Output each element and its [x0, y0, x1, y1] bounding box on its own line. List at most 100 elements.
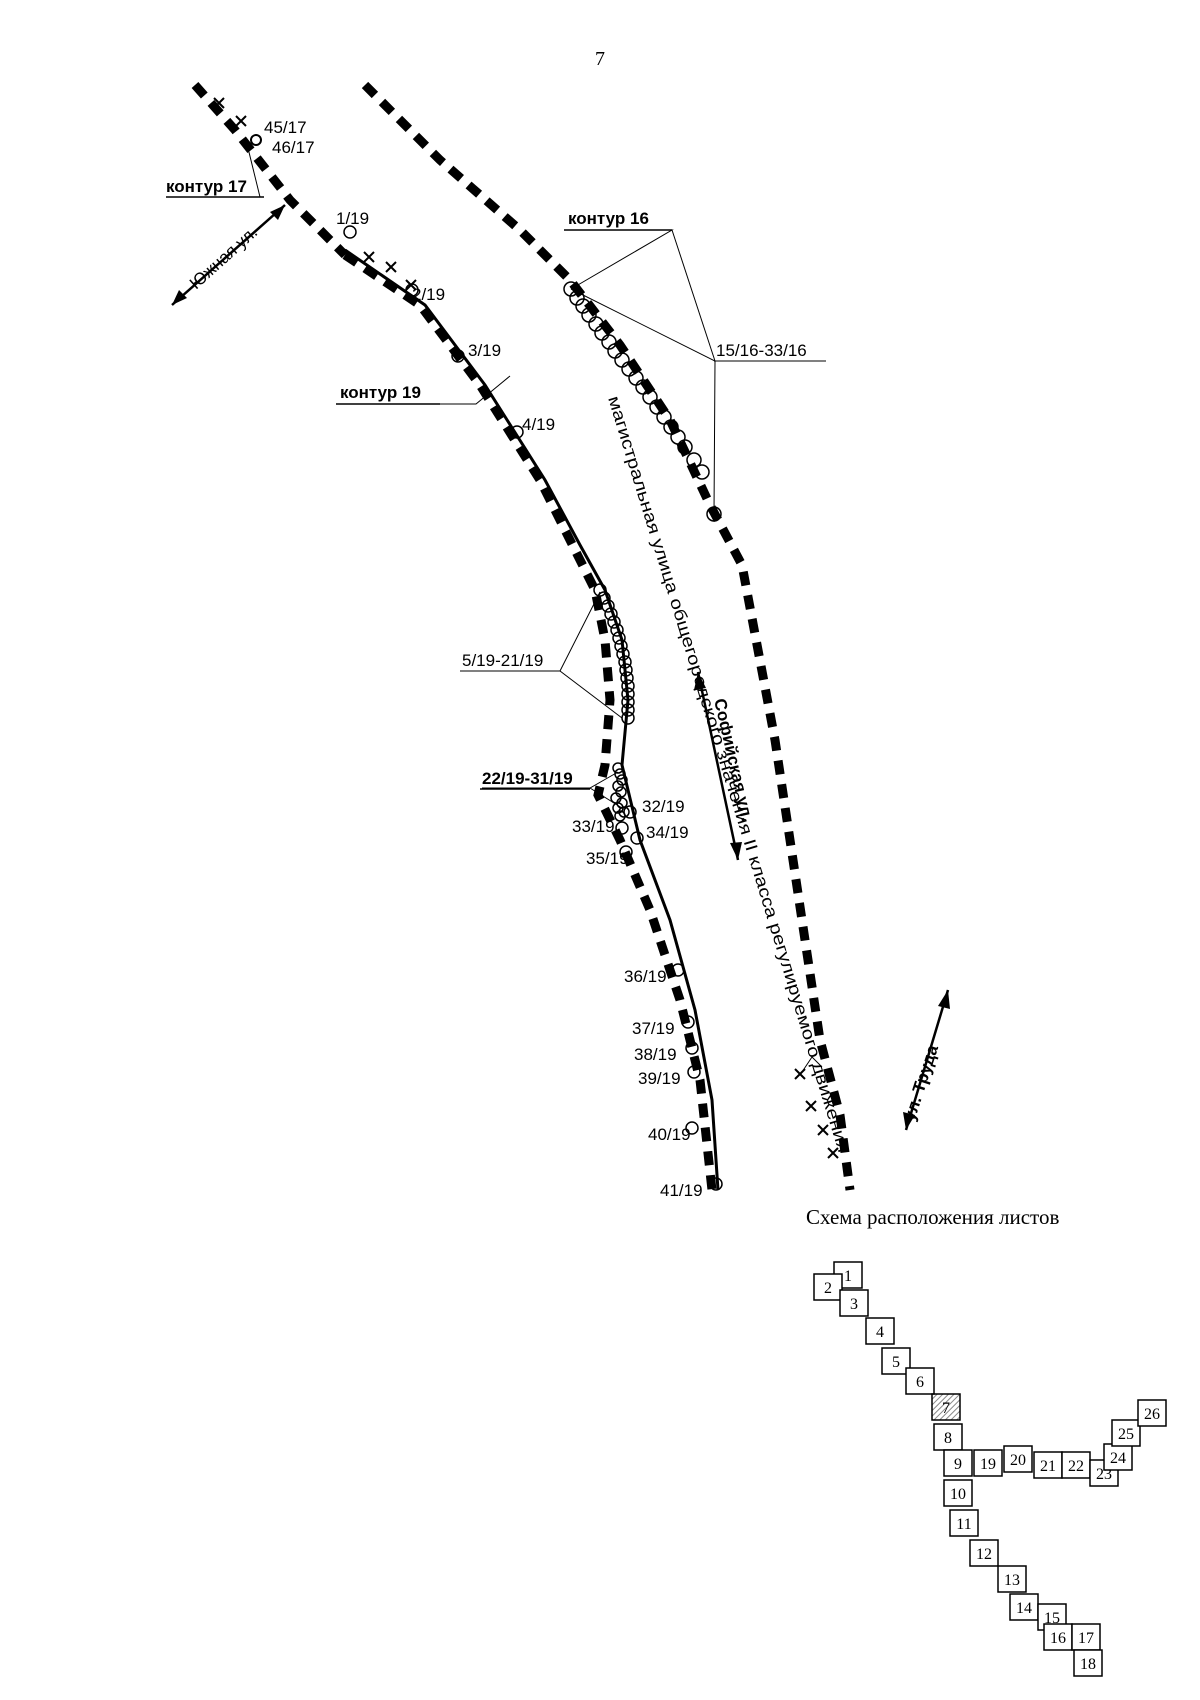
sheet-box: [1137, 1399, 1167, 1427]
sheet-number: 25: [1118, 1426, 1134, 1443]
label-4-19: 4/19: [522, 415, 555, 434]
sheet-number: 2: [824, 1280, 832, 1297]
label-45-17: 45/17: [264, 118, 307, 137]
sheet-number: 19: [980, 1456, 996, 1473]
yuzhnaya-street-label: Южная ул.: [186, 223, 261, 293]
label-46-17: 46/17: [272, 138, 315, 157]
sheet-number: 17: [1078, 1630, 1094, 1647]
sheet-box: [1111, 1419, 1141, 1447]
sheet-number: 24: [1110, 1450, 1126, 1467]
label-36-19: 36/19: [624, 967, 667, 986]
sheet-box: [813, 1273, 843, 1301]
sheet-box: [865, 1317, 895, 1345]
label-range-22-31-19: 22/19-31/19: [482, 769, 573, 788]
contour-16-label: контур 16: [568, 209, 649, 228]
sheet-number: 1: [844, 1268, 852, 1285]
sheet-box: [1061, 1451, 1091, 1479]
page-number: 7: [595, 48, 605, 70]
sheet-box: [1009, 1593, 1039, 1621]
contour-16-point-markers: [563, 281, 722, 522]
sheet-number: 3: [850, 1296, 858, 1313]
sheet-9: 9: [943, 1449, 973, 1477]
sheet-number: 7: [942, 1400, 950, 1417]
sheet-box: [1003, 1445, 1033, 1473]
sheet-18: 18: [1073, 1649, 1103, 1677]
label-3-19: 3/19: [468, 341, 501, 360]
label-1-19: 1/19: [336, 209, 369, 228]
sheet-4: 4: [865, 1317, 895, 1345]
sheet-22: 22: [1061, 1451, 1091, 1479]
label-34-19: 34/19: [646, 823, 689, 842]
sheet-number: 26: [1144, 1406, 1160, 1423]
sheet-10: 10: [943, 1479, 973, 1507]
sheet-19: 19: [973, 1449, 1003, 1477]
contour-19-point-markers-5-21: [593, 583, 635, 725]
sheet-number: 21: [1040, 1458, 1056, 1475]
sheet-number: 6: [916, 1374, 924, 1391]
contour-17-dashed-boundary: [191, 82, 349, 259]
contour-19-point-markers-single: [343, 225, 723, 1191]
label-range-15-33-16: 15/16-33/16: [716, 341, 807, 360]
sheet-12: 12: [969, 1539, 999, 1567]
contour-19-solid-line: [344, 248, 720, 1191]
label-40-19: 40/19: [648, 1125, 691, 1144]
sheet-box: [1073, 1649, 1103, 1677]
sofiyskaya-street-arrow: [694, 671, 742, 861]
sheet-25: 25: [1111, 1419, 1141, 1447]
leader-lines: [168, 139, 823, 1076]
sheet-11: 11: [949, 1509, 979, 1537]
sheet-number: 14: [1016, 1600, 1032, 1617]
sheet-box: [1071, 1623, 1101, 1651]
sheet-16: 16: [1043, 1623, 1073, 1651]
sheet-number: 22: [1068, 1458, 1084, 1475]
label-39-19: 39/19: [638, 1069, 681, 1088]
sheet-box: [933, 1423, 963, 1451]
sheet-2: 2: [813, 1273, 843, 1301]
sheet-number: 13: [1004, 1572, 1020, 1589]
label-41-19: 41/19: [660, 1181, 703, 1200]
contour-19-point-markers-22-31: [610, 762, 630, 822]
sheet-20: 20: [1003, 1445, 1033, 1473]
contour-17-label: контур 17: [166, 177, 247, 196]
sheet-box: [997, 1565, 1027, 1593]
sheet-number: 9: [954, 1456, 962, 1473]
magistral-street-label: магистральная улица общегородского значе…: [604, 394, 853, 1155]
sheet-24: 24: [1103, 1443, 1133, 1471]
sheet-box: [839, 1289, 869, 1317]
contour-19-label: контур 19: [340, 383, 421, 402]
sheet-21: 21: [1033, 1451, 1063, 1479]
label-32-19: 32/19: [642, 797, 685, 816]
label-38-19: 38/19: [634, 1045, 677, 1064]
sheet-14: 14: [1009, 1593, 1039, 1621]
sheet-box: [905, 1367, 935, 1395]
sheet-3: 3: [839, 1289, 869, 1317]
contour-19-dashed-boundary: [342, 251, 717, 1191]
sheet-number: 5: [892, 1354, 900, 1371]
sheet-box: [1043, 1623, 1073, 1651]
sheet-number: 16: [1050, 1630, 1066, 1647]
sheet-26: 26: [1137, 1399, 1167, 1427]
sheet-number: 11: [956, 1516, 971, 1533]
sheet-box: [943, 1479, 973, 1507]
sheet-number: 4: [876, 1324, 884, 1341]
truda-street-arrow: [903, 989, 950, 1131]
sheet-number: 18: [1080, 1656, 1096, 1673]
sheet-number: 10: [950, 1486, 966, 1503]
sheet-box: [973, 1449, 1003, 1477]
sheet-8: 8: [933, 1423, 963, 1451]
sheet-box: [931, 1393, 961, 1421]
label-35-19: 35/19: [586, 849, 629, 868]
sheet-17: 17: [1071, 1623, 1101, 1651]
sheet-number: 20: [1010, 1452, 1026, 1469]
label-2-19: 2/19: [412, 285, 445, 304]
truda-street-label: ул. Труда: [900, 1042, 943, 1123]
sheet-13: 13: [997, 1565, 1027, 1593]
sheet-scheme-title: Схема расположения листов: [806, 1205, 1060, 1229]
sheet-box: [969, 1539, 999, 1567]
contour-16-dashed-boundary: [361, 81, 855, 1191]
yuzhnaya-street-arrow: [171, 204, 286, 306]
sheet-number: 8: [944, 1430, 952, 1447]
label-33-19: 33/19: [572, 817, 615, 836]
